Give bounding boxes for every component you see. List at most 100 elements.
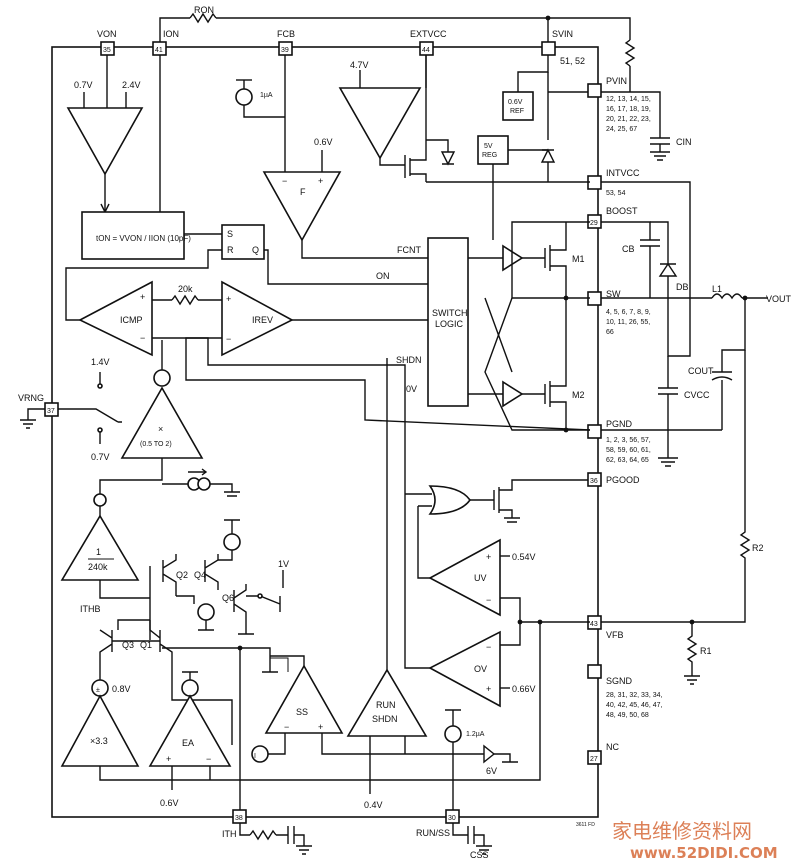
switch-logic-block	[427, 237, 469, 407]
pin-pgood: 36 PGOOD	[587, 472, 640, 487]
m2-label: M2	[572, 390, 585, 400]
q3-label: Q3	[122, 640, 134, 650]
pin-svin-label: SVIN	[552, 29, 573, 39]
pin-vfb: 43 VFB	[587, 615, 624, 640]
current-mirror-b	[197, 477, 211, 491]
i12ua-label: 1.2µA	[466, 731, 485, 738]
pin-extvcc-number: 44	[422, 47, 430, 54]
cout-capacitor	[711, 298, 746, 430]
ith-capacitor	[276, 826, 312, 855]
i1ua-label: 1µA	[260, 92, 273, 99]
pin-von-label: VON	[97, 29, 117, 39]
pin-ion: 41 ION	[152, 29, 179, 56]
css-capacitor	[452, 823, 492, 855]
pin-boost-label: BOOST	[606, 206, 638, 216]
db-label: DB	[676, 282, 689, 292]
zener-diode	[540, 72, 556, 163]
pin-pgnd: PGND 1, 2, 3, 56, 57,58, 59, 60, 61,62, …	[587, 419, 651, 464]
svg-text:+: +	[318, 722, 323, 732]
ith-resistor	[249, 829, 277, 841]
pin-von-number: 35	[103, 47, 111, 54]
svg-text:−: −	[284, 722, 289, 732]
pin-extvcc-label: EXTVCC	[410, 29, 447, 39]
r2-resistor	[601, 350, 751, 623]
l1-label: L1	[712, 284, 722, 294]
shdn2-label: SHDN	[372, 714, 398, 724]
ton-formula: tON = VVON / IION (10pF)	[96, 234, 191, 243]
pin-pgnd-label: PGND	[606, 419, 633, 429]
svg-text:I: I	[254, 753, 256, 760]
pin-ith: 38	[232, 809, 247, 824]
svg-text:−: −	[282, 176, 287, 186]
r20k-resistor	[171, 294, 199, 306]
l1-inductor	[711, 293, 743, 300]
cout-label: COUT	[688, 366, 714, 376]
1v-switch	[246, 595, 281, 612]
run-shdn-comparator	[346, 668, 428, 737]
pin-pvin: PVIN 12, 13, 14, 15,16, 17, 18, 19,20, 2…	[587, 76, 651, 133]
r1-label: R1	[700, 646, 712, 656]
div-num: 1	[96, 547, 101, 557]
v08-source	[91, 679, 109, 697]
cvcc-label: CVCC	[684, 390, 710, 400]
pin-von: 35 VON	[97, 29, 117, 56]
v47-label: 4.7V	[350, 60, 369, 70]
f-label: F	[300, 187, 306, 197]
pin-nc-number: 27	[590, 756, 598, 763]
pin-pvin-label: PVIN	[606, 76, 627, 86]
icmp-comparator	[78, 280, 153, 357]
cb-capacitor	[601, 221, 660, 298]
pin-boost-num: 29	[590, 220, 598, 227]
pin-sw: SW 4, 5, 6, 7, 8, 9,10, 11, 26, 55,66	[587, 289, 651, 336]
q6-current-source	[223, 533, 241, 551]
v24-label: 2.4V	[122, 80, 141, 90]
pin-nc: 27 NC	[587, 742, 619, 765]
svg-text:±: ±	[96, 687, 100, 694]
v14-label: 1.4V	[91, 357, 110, 367]
v08-label: 0.8V	[112, 684, 131, 694]
uv-comparator	[428, 538, 501, 617]
pin-pgnd-numbers: 1, 2, 3, 56, 57,58, 59, 60, 61,62, 63, 6…	[606, 437, 651, 464]
latch-r: R	[227, 245, 234, 255]
extvcc-switch	[404, 140, 427, 182]
db-diode	[650, 221, 678, 277]
run-label: RUN	[376, 700, 396, 710]
sr-latch	[221, 224, 265, 260]
r1-resistor	[684, 622, 700, 685]
pin-runss-label: RUN/SS	[416, 828, 450, 838]
pin-ion-label: ION	[163, 29, 179, 39]
q4-current-source	[197, 603, 215, 621]
f-comparator	[262, 171, 342, 242]
q6-label: Q6	[222, 593, 234, 603]
error-amplifier	[148, 694, 232, 767]
v1-label: 1V	[278, 559, 289, 569]
pin-nc-label: NC	[606, 742, 619, 752]
mult-range-label: (0.5 TO 2)	[140, 441, 172, 448]
cin-label: CIN	[676, 137, 692, 147]
fcnt-label: FCNT	[397, 245, 421, 255]
pin-svin-number: 51, 52	[560, 56, 585, 66]
v066-label: 0.66V	[512, 684, 536, 694]
pin-boost: 29 BOOST 29	[587, 206, 638, 229]
x33-amp	[60, 694, 140, 767]
q2-transistor: Q2	[149, 554, 188, 640]
q3-transistor: Q3	[99, 629, 134, 680]
pin-pgood-label: PGOOD	[606, 475, 640, 485]
m1-label: M1	[572, 254, 585, 264]
pin-intvcc-numbers: 53, 54	[606, 190, 626, 197]
ea-current-source	[181, 679, 199, 697]
svg-text:+: +	[486, 684, 491, 694]
x33-label: ×3.3	[90, 736, 108, 746]
r2-label: R2	[752, 543, 764, 553]
r20k-label: 20k	[178, 284, 193, 294]
current-source-1ua	[235, 88, 253, 106]
svg-text:−: −	[226, 334, 231, 344]
uv-label: UV	[474, 573, 487, 583]
ton-timer-block	[81, 211, 185, 260]
ith-ext-label: ITH	[222, 829, 237, 839]
watermark-url: www.52DIDI.COM	[630, 844, 778, 862]
bottom-driver	[502, 380, 524, 408]
pin-ith-number: 38	[235, 815, 243, 822]
pin-vrng-label: VRNG	[18, 393, 44, 403]
